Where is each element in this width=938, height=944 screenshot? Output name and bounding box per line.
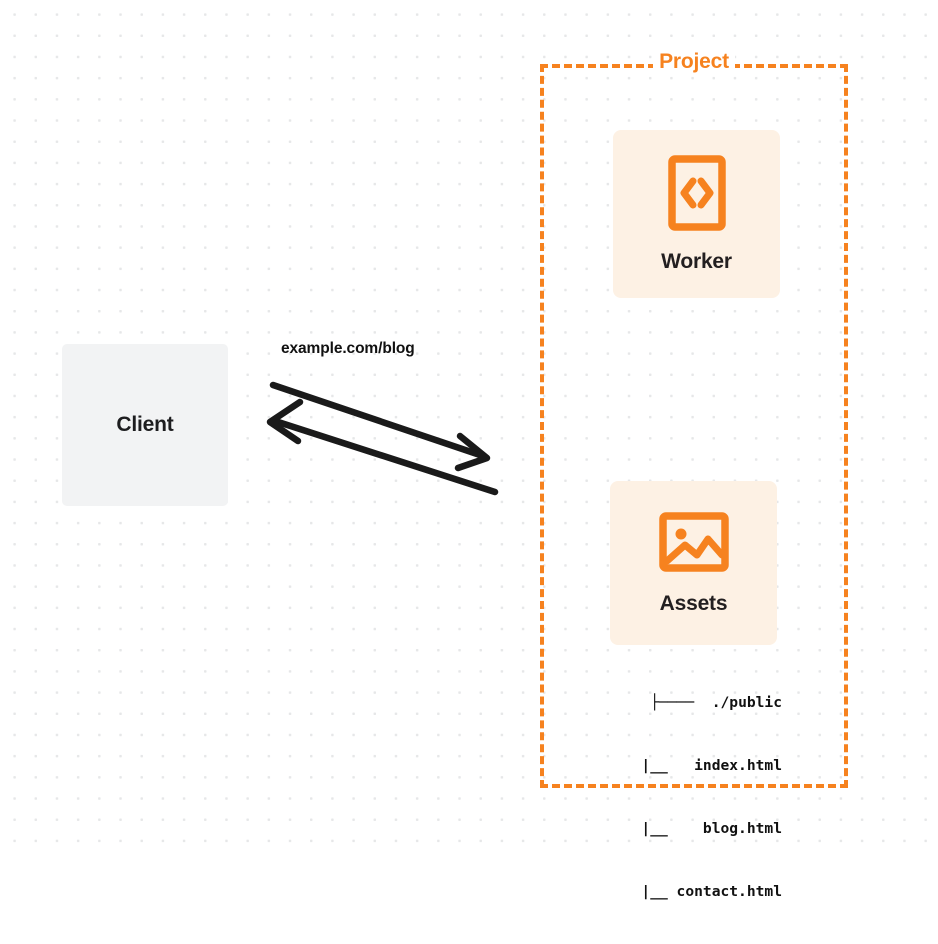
file-tree-line: |__ blog.html [606, 820, 782, 837]
diagram-canvas: Client example.com/blog Project Worker [0, 0, 938, 900]
connection-label: example.com/blog [281, 340, 415, 357]
project-title: Project [653, 50, 735, 73]
client-node[interactable]: Client [62, 344, 228, 506]
file-tree-line: |__ index.html [606, 757, 782, 774]
file-tree-line: |__ contact.html [606, 883, 782, 900]
client-node-label: Client [116, 413, 174, 436]
worker-card-label: Worker [661, 249, 732, 273]
image-icon [658, 511, 729, 578]
assets-card[interactable]: Assets [610, 481, 777, 645]
assets-file-tree: ├──── ./public |__ index.html |__ blog.h… [560, 650, 782, 944]
response-arrow [266, 398, 499, 496]
project-title-wrapper: Project [540, 50, 848, 74]
code-brackets-icon [667, 154, 726, 236]
assets-card-label: Assets [659, 591, 728, 615]
request-arrow [269, 381, 491, 472]
worker-card[interactable]: Worker [613, 130, 780, 298]
file-tree-line: ├──── ./public [650, 694, 782, 711]
